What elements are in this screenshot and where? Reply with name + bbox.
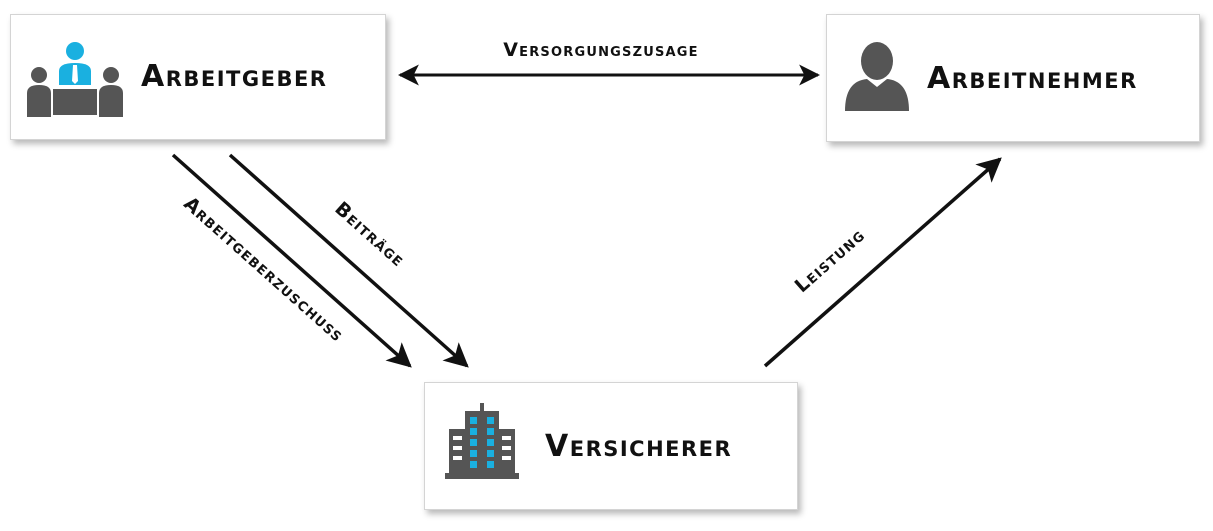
- edge-label-beitraege: Beiträge: [330, 198, 409, 272]
- node-versicherer: Versicherer: [424, 382, 798, 510]
- person-icon: [845, 42, 909, 111]
- meeting-icon: [27, 42, 123, 117]
- edge-arbeitgeberzuschuss: [171, 153, 412, 368]
- building-icon: [445, 403, 519, 479]
- edge-label-arbeitgeberzuschuss: Arbeitgeberzuschuss: [179, 193, 348, 347]
- edge-beitraege: [228, 153, 469, 368]
- node-label-versicherer: Versicherer: [545, 429, 733, 464]
- node-label-arbeitgeber: Arbeitgeber: [141, 59, 328, 94]
- edge-leistung: [763, 157, 1002, 368]
- edge-label-versorgungszusage: Versorgungszusage: [503, 39, 699, 61]
- node-label-arbeitnehmer: Arbeitnehmer: [927, 61, 1138, 96]
- node-arbeitgeber: Arbeitgeber: [10, 14, 386, 140]
- node-arbeitnehmer: Arbeitnehmer: [826, 14, 1200, 142]
